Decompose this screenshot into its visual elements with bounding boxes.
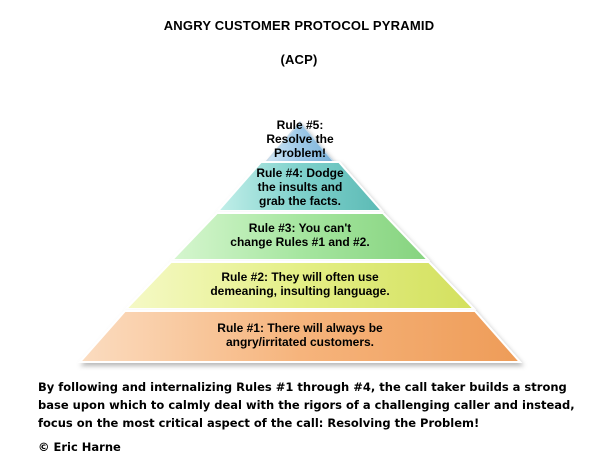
tier-5-text: Rule #5: Resolve the Problem! <box>266 118 334 160</box>
tier-3-label: Rule #3: You can't change Rules #1 and #… <box>195 221 405 249</box>
tier-2-label: Rule #2: They will often use demeaning, … <box>170 270 430 298</box>
copyright-text: © Eric Harne <box>38 440 121 454</box>
diagram-subtitle: (ACP) <box>280 52 318 67</box>
description-paragraph: By following and internalizing Rules #1 … <box>38 380 575 430</box>
tier-5-label: Rule #5: Resolve the Problem! <box>240 118 360 160</box>
tier-1-text: Rule #1: There will always be angry/irri… <box>217 321 383 349</box>
diagram-title: ANGRY CUSTOMER PROTOCOL PYRAMID <box>163 18 435 33</box>
tier-4-text: Rule #4: Dodge the insults and grab the … <box>256 166 344 208</box>
tier-4-label: Rule #4: Dodge the insults and grab the … <box>225 166 375 208</box>
tier-3-text: Rule #3: You can't change Rules #1 and #… <box>230 221 370 249</box>
tier-1-label: Rule #1: There will always be angry/irri… <box>150 321 450 349</box>
tier-2-text: Rule #2: They will often use demeaning, … <box>210 270 390 298</box>
